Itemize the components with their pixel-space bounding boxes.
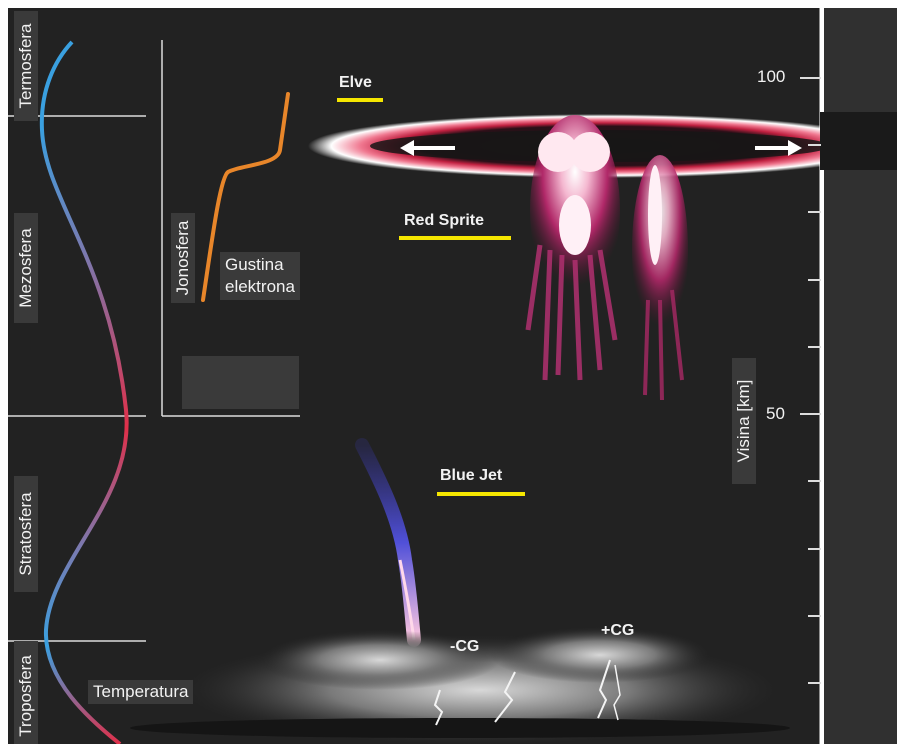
red-sprite-main — [525, 115, 620, 381]
red-sprite-underline — [399, 236, 511, 240]
red-sprite-label: Red Sprite — [404, 212, 485, 229]
storm-clouds — [130, 627, 790, 744]
altitude-tick-50: 50 — [766, 404, 785, 423]
blue-jet-underline — [437, 492, 525, 496]
electron-density-label-line1: Gustina — [225, 255, 284, 274]
layer-label-stratosphere: Stratosfera — [14, 476, 38, 592]
electron-density-label-line2: elektrona — [225, 277, 295, 296]
altitude-tick-100: 100 — [757, 67, 786, 86]
temperature-curve — [39, 40, 129, 744]
elve-underline — [337, 98, 383, 102]
layer-label-mesosphere: Mezosfera — [14, 213, 38, 323]
blue-jet-label: Blue Jet — [440, 467, 503, 484]
ionosphere-label: Jonosfera — [171, 213, 195, 303]
negative-cg-label: -CG — [450, 638, 480, 655]
lightning-bolts — [433, 659, 621, 726]
altitude-axis-label: Visina [km] — [732, 358, 756, 484]
positive-cg-label: +CG — [601, 622, 635, 639]
elve-right-arrow — [755, 140, 802, 156]
altitude-ticks — [800, 77, 821, 684]
layer-label-troposphere: Troposfera — [14, 641, 38, 744]
ionosphere-empty-box — [182, 356, 299, 409]
red-sprite-secondary — [632, 155, 688, 401]
temperature-label: Temperatura — [88, 680, 194, 704]
electron-density-label: Gustina elektrona — [220, 252, 300, 300]
electron-density-curve — [201, 92, 290, 302]
elve-band-overlap — [820, 112, 897, 170]
elve-left-arrow — [400, 140, 455, 156]
layer-label-thermosphere: Termosfera — [14, 11, 38, 121]
elve-label: Elve — [339, 74, 372, 91]
